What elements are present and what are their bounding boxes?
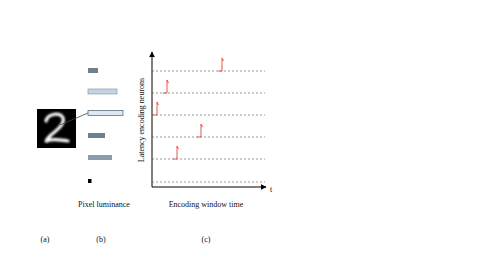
leader-line bbox=[60, 113, 88, 125]
panel-letter: (b) bbox=[96, 236, 105, 244]
axis-label: t bbox=[270, 186, 272, 194]
luminance-bar bbox=[88, 179, 92, 183]
panel-letter: (a) bbox=[41, 236, 50, 244]
digit-image bbox=[37, 109, 76, 148]
neuron-lines bbox=[152, 71, 265, 182]
luminance-bar bbox=[88, 111, 123, 116]
axis-caption: Pixel luminance bbox=[78, 201, 130, 209]
y-axis bbox=[152, 52, 153, 187]
luminance-bar bbox=[88, 133, 105, 138]
axis-label: Latency encoding neurons bbox=[138, 78, 146, 162]
luminance-bar bbox=[88, 68, 98, 73]
x-axis bbox=[152, 187, 266, 188]
luminance-bar bbox=[88, 155, 112, 160]
digit-stroke bbox=[46, 114, 68, 141]
axis-caption: Encoding window time bbox=[169, 201, 244, 209]
luminance-bar bbox=[88, 89, 117, 94]
spikes bbox=[153, 58, 224, 159]
panel-letter: (c) bbox=[202, 236, 211, 244]
